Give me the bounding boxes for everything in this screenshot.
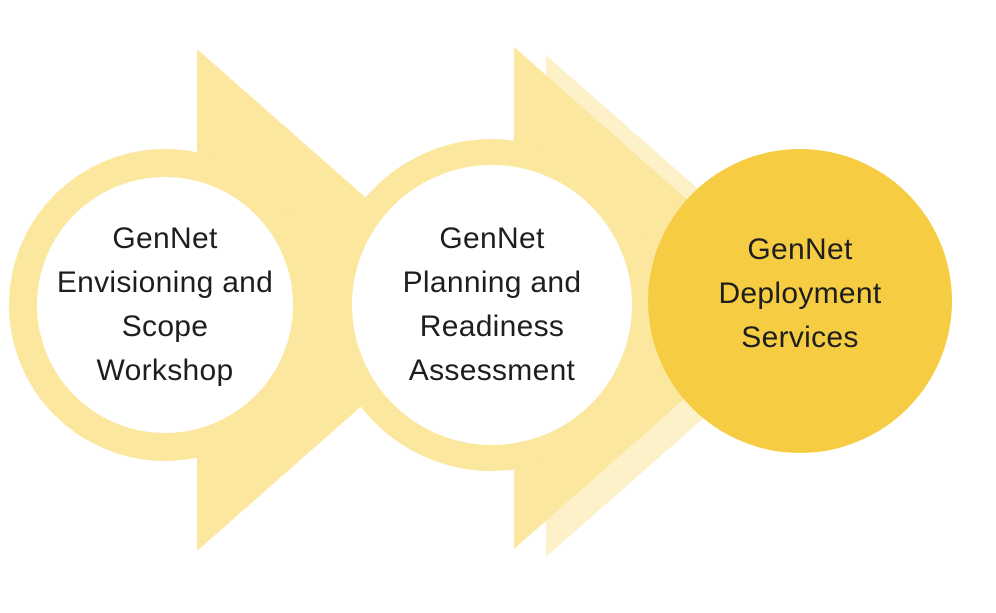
step-circle-planning: GenNet Planning and Readiness Assessment: [326, 139, 658, 471]
step-1-line-1: GenNet: [112, 222, 218, 255]
step-1-line-2: Envisioning and: [56, 266, 274, 299]
step-2-line-4: Assessment: [408, 354, 576, 387]
step-1-line-4: Workshop: [96, 354, 234, 387]
step-3-line-3: Services: [741, 321, 859, 354]
step-3-line-1: GenNet: [747, 233, 853, 266]
step-circle-deployment: GenNet Deployment Services: [648, 149, 952, 453]
step-circle-envisioning: GenNet Envisioning and Scope Workshop: [9, 149, 321, 461]
step-3-line-2: Deployment: [718, 277, 882, 310]
step-2-line-1: GenNet: [439, 222, 545, 255]
step-2-line-3: Readiness: [419, 310, 565, 343]
step-2-line-2: Planning and: [402, 266, 582, 299]
step-1-line-3: Scope: [121, 310, 209, 343]
